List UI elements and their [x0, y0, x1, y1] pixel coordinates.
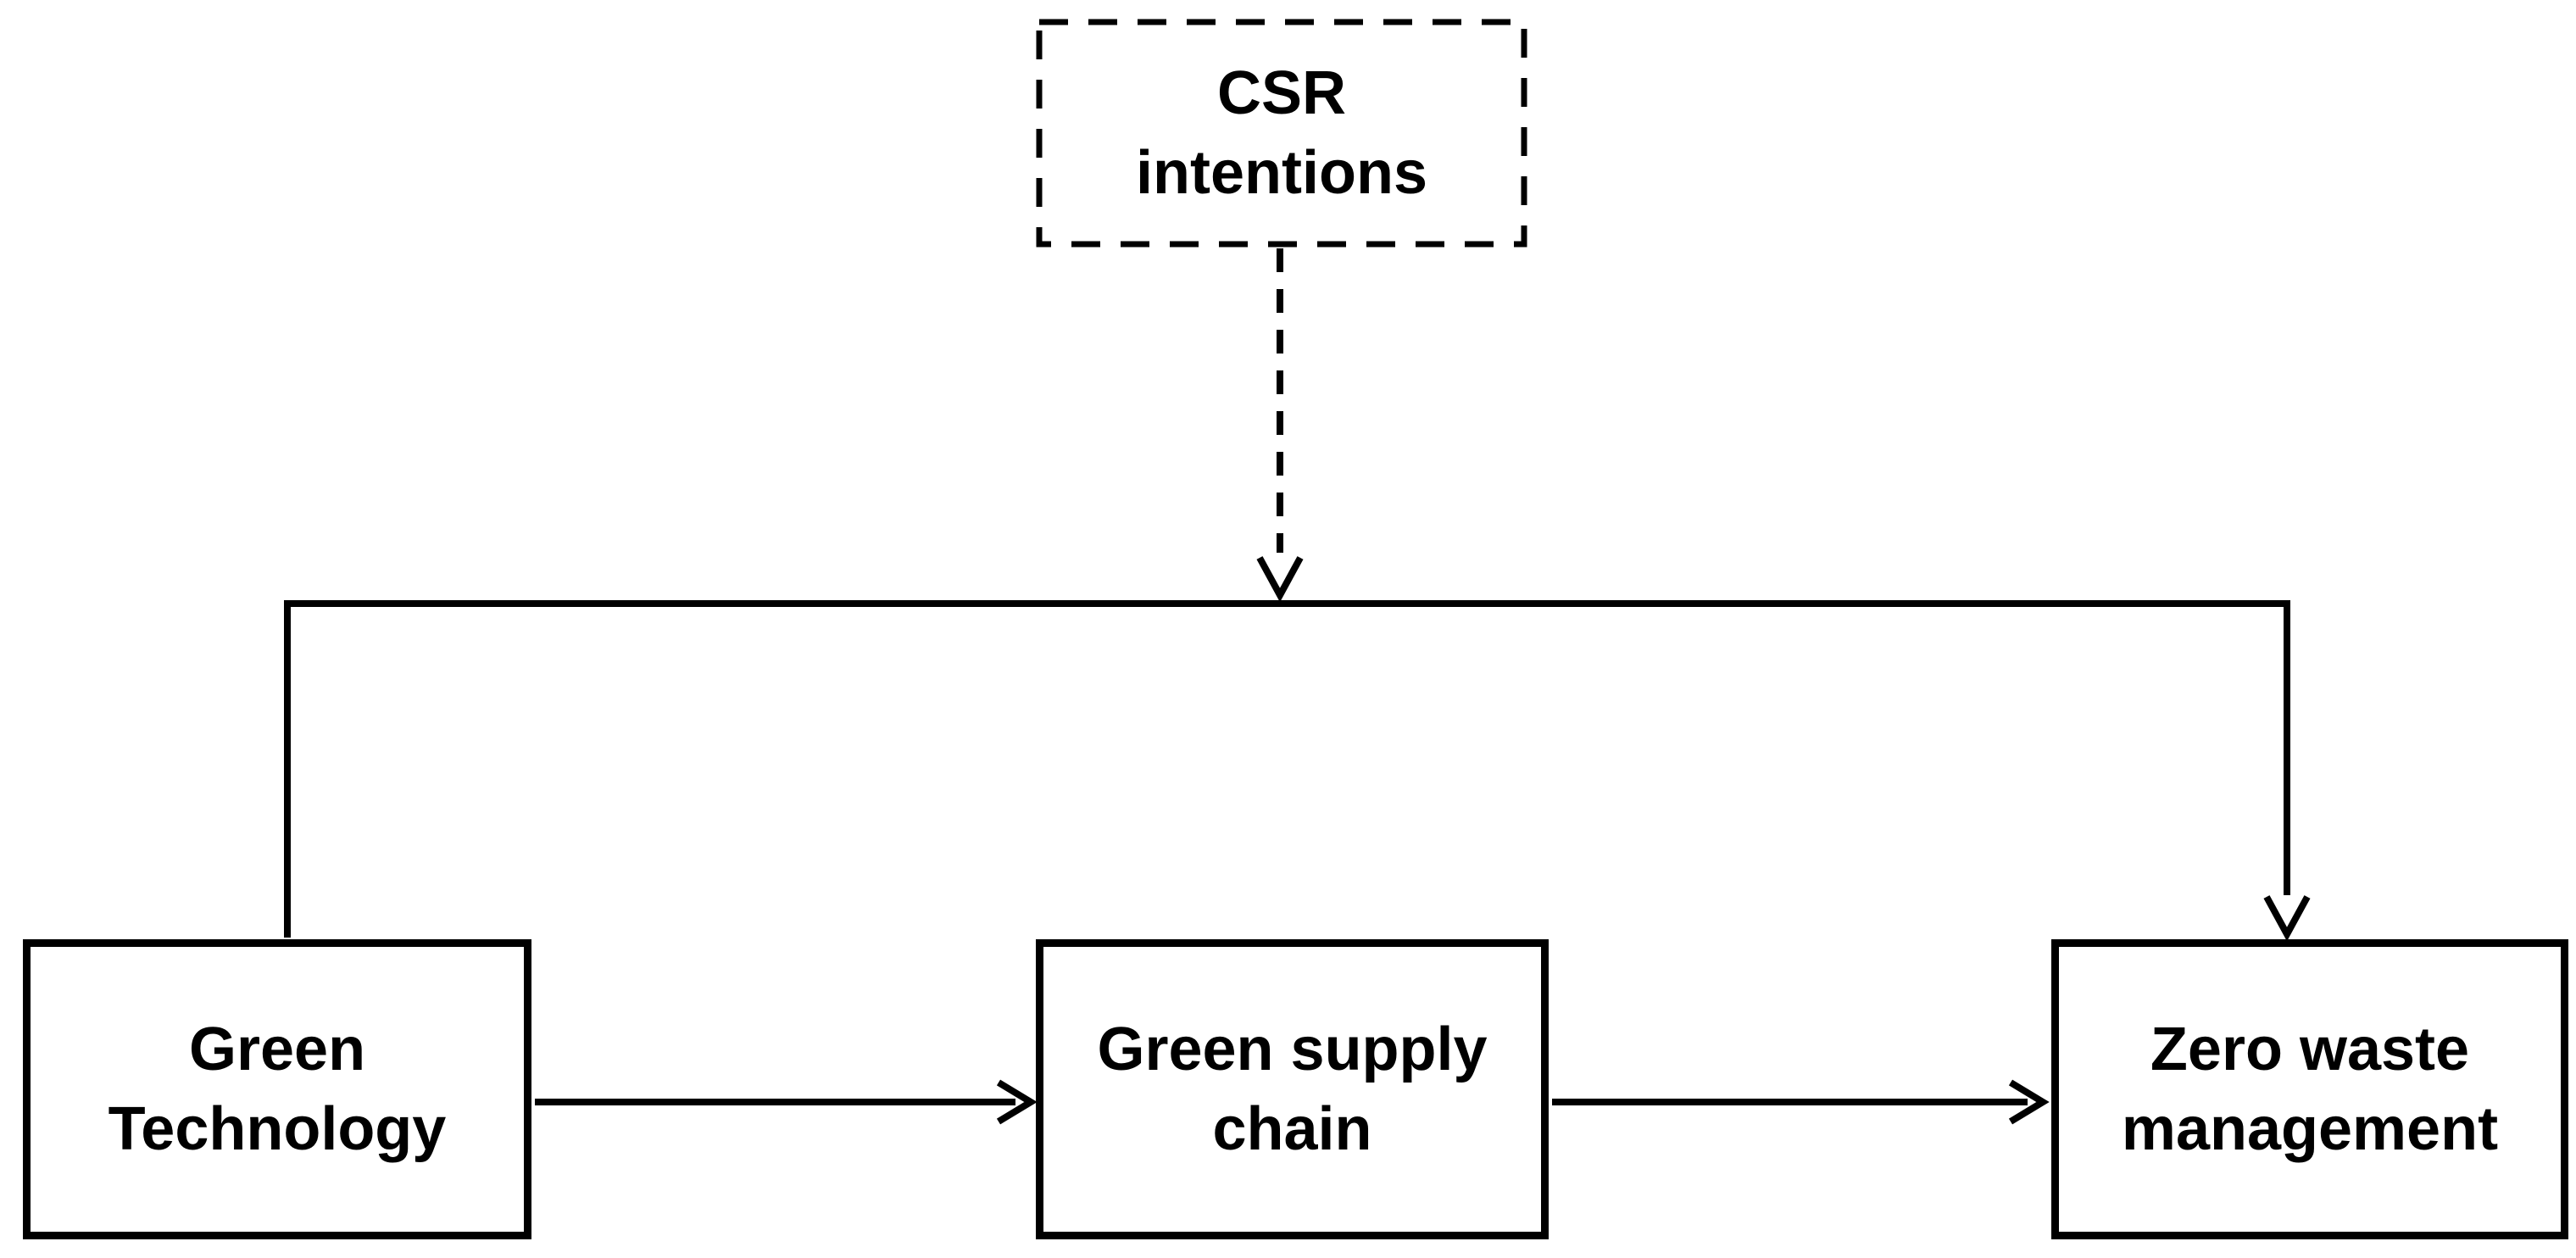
node-label-line: Green supply — [1097, 1016, 1488, 1083]
node-zero-waste-management: Zero waste management — [2051, 939, 2568, 1239]
node-csr-intentions: CSR intentions — [1039, 22, 1524, 244]
edge-greentech-to-supplychain-arrowhead-icon — [996, 1079, 1038, 1125]
node-green-technology: Green Technology — [23, 939, 531, 1239]
node-label-line: intentions — [1136, 139, 1427, 207]
node-label-line: Zero waste — [2150, 1016, 2470, 1083]
edge-supplychain-to-zerowaste-arrowhead-icon — [2008, 1079, 2050, 1125]
edge-greentech-to-zerowaste-arrowhead-icon — [2263, 895, 2311, 942]
node-green-supply-chain: Green supply chain — [1036, 939, 1549, 1239]
node-label-line: CSR — [1216, 59, 1346, 127]
node-label-line: chain — [1212, 1095, 1372, 1163]
node-label-line: Technology — [108, 1095, 447, 1163]
edge-csr-moderation-arrowhead-icon — [1256, 556, 1304, 603]
node-label-line: management — [2121, 1095, 2499, 1163]
edge-greentech-to-zerowaste-bracket — [284, 600, 2290, 938]
node-label-line: Green — [188, 1016, 366, 1083]
csr-node-dashed-outline — [1036, 19, 1527, 248]
